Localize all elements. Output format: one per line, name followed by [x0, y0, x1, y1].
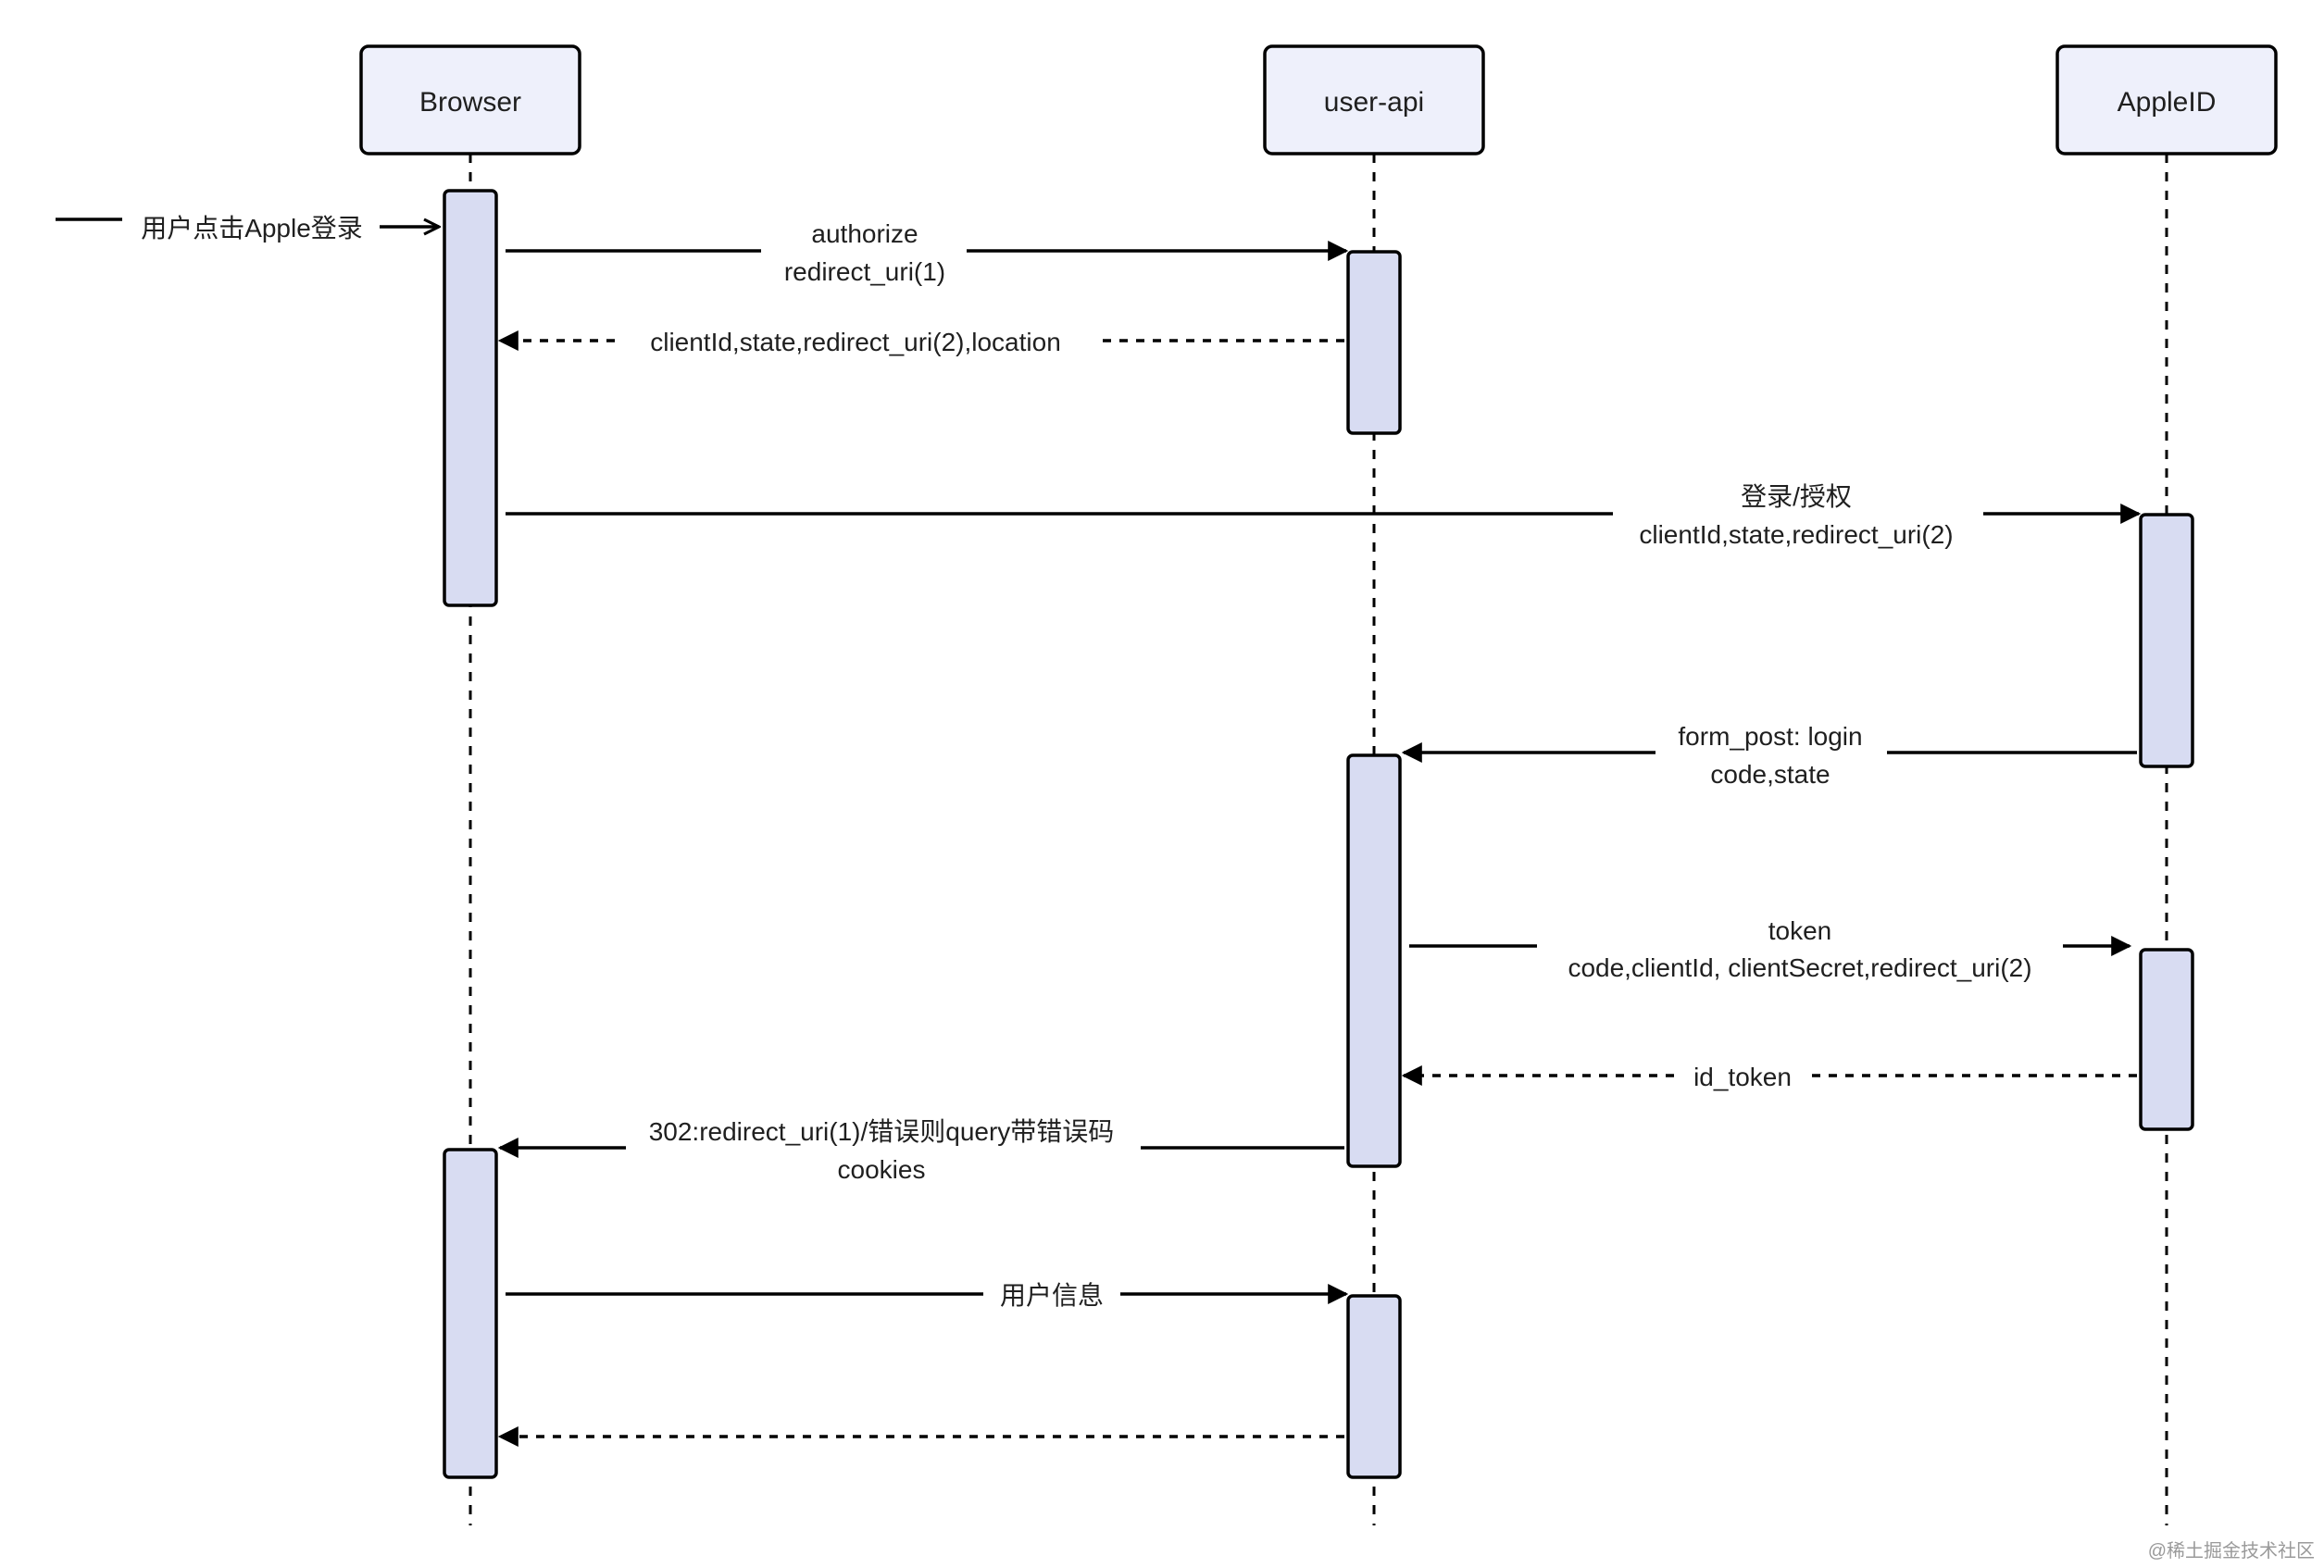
message-label: id_token [1693, 1063, 1792, 1091]
message-label-line1: form_post: login [1678, 722, 1862, 751]
message-label-line1: 302:redirect_uri(1)/错误则query带错误码 [649, 1117, 1115, 1146]
watermark-text: @稀土掘金技术社区 [2148, 1540, 2315, 1562]
participant-user-api-label: user-api [1324, 87, 1424, 118]
message-label: clientId,state,redirect_uri(2),location [650, 328, 1061, 356]
participant-browser: Browser [359, 44, 581, 156]
message-label-line2: code,clientId, clientSecret,redirect_uri… [1568, 953, 2031, 982]
message-label: 用户信息 [1000, 1281, 1104, 1310]
activation-user-api-1 [1346, 250, 1402, 435]
message-login-authorize: 登录/授权 clientId,state,redirect_uri(2) [506, 482, 2142, 549]
participant-appleid-label: AppleID [2118, 87, 2217, 118]
message-label-line2: clientId,state,redirect_uri(2) [1639, 520, 1953, 549]
activation-browser-2 [443, 1148, 498, 1479]
message-label-line2: redirect_uri(1) [784, 257, 945, 286]
message-user-info: 用户信息 [506, 1281, 1349, 1310]
activation-user-api-3 [1346, 1294, 1402, 1479]
participant-appleid: AppleID [2055, 44, 2278, 156]
message-id-token: id_token [1401, 1063, 2137, 1091]
activation-user-api-2 [1346, 753, 1402, 1168]
participant-user-api: user-api [1263, 44, 1485, 156]
activation-appleid-2 [2139, 948, 2194, 1131]
message-label: 用户点击Apple登录 [141, 214, 363, 243]
message-user-click-apple-login: 用户点击Apple登录 [56, 214, 439, 243]
message-form-post-login: form_post: login code,state [1401, 722, 2137, 789]
message-label-line2: code,state [1710, 760, 1830, 789]
message-token: token code,clientId, clientSecret,redire… [1409, 916, 2132, 982]
message-label-line2: cookies [838, 1155, 926, 1184]
message-label-line1: token [1768, 916, 1832, 945]
activation-appleid-1 [2139, 513, 2194, 768]
message-label-line1: 登录/授权 [1741, 482, 1852, 511]
message-authorize: authorize redirect_uri(1) [506, 219, 1349, 286]
participant-browser-label: Browser [419, 87, 521, 118]
message-302-redirect: 302:redirect_uri(1)/错误则query带错误码 cookies [497, 1117, 1344, 1184]
message-label-line1: authorize [811, 219, 918, 248]
message-return-client-params: clientId,state,redirect_uri(2),location [497, 328, 1344, 356]
activation-browser-1 [443, 189, 498, 607]
